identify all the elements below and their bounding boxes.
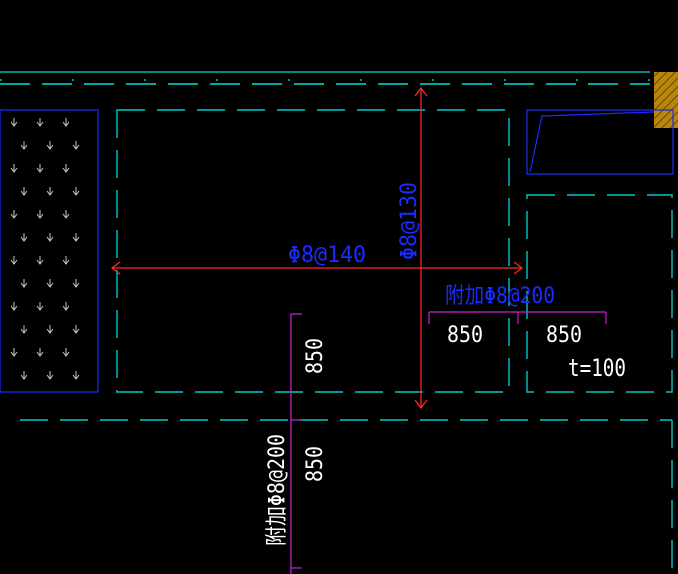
thickness-text: t=100 bbox=[568, 354, 626, 382]
down-arrow-icon bbox=[36, 348, 44, 357]
down-arrow-icon bbox=[10, 210, 18, 219]
dim-right-text: 850 bbox=[546, 323, 582, 348]
dim-left-text: 850 bbox=[447, 323, 483, 348]
rebar-lines bbox=[111, 87, 523, 409]
dim-vertical-top-text: 850 bbox=[303, 338, 328, 374]
down-arrow-icon bbox=[10, 164, 18, 173]
down-arrow-icon bbox=[72, 371, 80, 380]
extra-rebar-vertical-label: 附加Φ8@200 bbox=[265, 434, 290, 546]
down-arrow-icon bbox=[20, 279, 28, 288]
down-arrow-icon bbox=[46, 371, 54, 380]
dim-vertical-bottom-text: 850 bbox=[303, 446, 328, 482]
top-edge-lines bbox=[0, 71, 650, 81]
extra-rebar-vertical-marker bbox=[290, 313, 302, 574]
rebar-x-label: Φ8@140 bbox=[288, 243, 366, 268]
down-arrow-icon bbox=[20, 233, 28, 242]
down-arrow-icon bbox=[72, 233, 80, 242]
right-upper-outline bbox=[526, 109, 674, 175]
down-arrow-icon bbox=[46, 141, 54, 150]
down-arrow-icon bbox=[62, 302, 70, 311]
down-arrow-icon bbox=[46, 279, 54, 288]
down-arrow-icon bbox=[46, 325, 54, 334]
down-arrow-icon bbox=[36, 256, 44, 265]
down-arrow-icon bbox=[46, 187, 54, 196]
down-arrow-icon bbox=[62, 164, 70, 173]
down-arrow-icon bbox=[36, 210, 44, 219]
down-arrow-icon bbox=[20, 187, 28, 196]
down-arrow-icon-grid bbox=[10, 118, 80, 380]
down-arrow-icon bbox=[36, 118, 44, 127]
down-arrow-icon bbox=[62, 118, 70, 127]
room-boundary-main bbox=[116, 109, 510, 393]
down-arrow-icon bbox=[20, 325, 28, 334]
down-arrow-icon bbox=[20, 371, 28, 380]
down-arrow-icon bbox=[62, 348, 70, 357]
down-arrow-icon bbox=[36, 164, 44, 173]
down-arrow-icon bbox=[72, 187, 80, 196]
down-arrow-icon bbox=[72, 279, 80, 288]
column-hatch-pattern bbox=[654, 72, 678, 128]
room-boundary-right bbox=[526, 194, 673, 393]
right-upper-sketch bbox=[529, 111, 655, 173]
down-arrow-icon bbox=[36, 302, 44, 311]
down-arrow-icon bbox=[62, 256, 70, 265]
down-arrow-icon bbox=[72, 325, 80, 334]
rebar-y-label: Φ8@130 bbox=[397, 182, 422, 260]
down-arrow-icon bbox=[72, 141, 80, 150]
down-arrow-icon bbox=[10, 348, 18, 357]
down-arrow-icon bbox=[62, 210, 70, 219]
down-arrow-icon bbox=[10, 302, 18, 311]
extra-rebar-horizontal-marker bbox=[428, 311, 607, 324]
down-arrow-icon bbox=[46, 233, 54, 242]
down-arrow-icon bbox=[10, 256, 18, 265]
down-arrow-icon bbox=[20, 141, 28, 150]
extra-rebar-horizontal-label: 附加Φ8@200 bbox=[445, 284, 555, 309]
down-arrow-icon bbox=[10, 118, 18, 127]
left-region-outline bbox=[0, 109, 99, 393]
lower-boundary-lines bbox=[20, 419, 673, 574]
